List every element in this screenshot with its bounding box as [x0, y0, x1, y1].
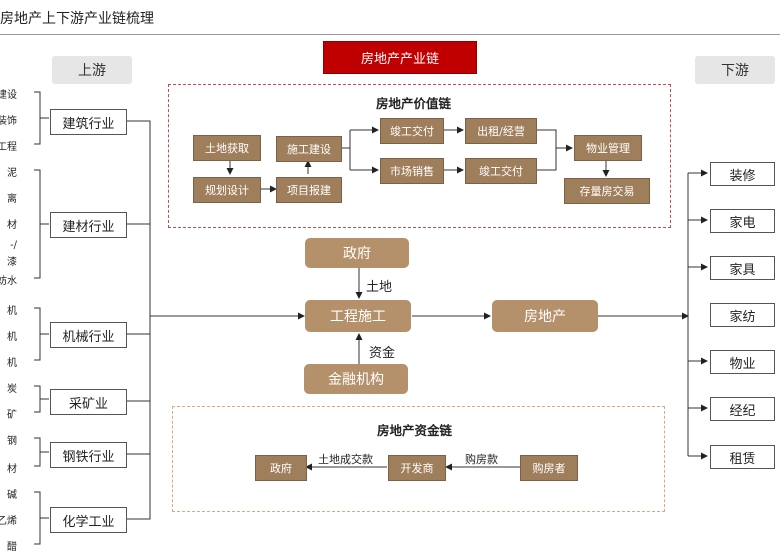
upstream-sub-item: 炭: [7, 384, 17, 395]
downstream-item: 经纪: [710, 397, 775, 421]
upstream-sub-item: 建设: [0, 90, 17, 101]
node-existing-housing-trade: 存量房交易: [564, 178, 650, 204]
land-label: 土地: [366, 276, 393, 295]
value-chain-title: 房地产价值链: [376, 96, 452, 111]
upstream-sub-item: 材: [7, 220, 17, 231]
node-real-estate: 房地产: [492, 300, 598, 332]
node-construction: 施工建设: [276, 136, 342, 162]
upstream-sub-item: 碱: [7, 490, 17, 501]
industry-steel: 钢铁行业: [50, 442, 127, 468]
downstream-item: 租赁: [710, 445, 775, 469]
upstream-sub-item: 矿: [7, 410, 17, 421]
node-rent-operate: 出租/经营: [465, 118, 537, 144]
fund-node-developer: 开发商: [388, 455, 446, 481]
industry-machinery: 机械行业: [50, 322, 127, 348]
industry-chain-banner: 房地产产业链: [323, 41, 477, 74]
node-market-sales: 市场销售: [380, 158, 444, 184]
upstream-sub-item: 机: [7, 358, 17, 369]
node-planning-design: 规划设计: [193, 177, 261, 203]
purchase-payment-label: 购房款: [465, 453, 498, 466]
downstream-item: 家纺: [710, 303, 775, 327]
node-government: 政府: [305, 238, 409, 268]
upstream-sub-item: 钢: [7, 436, 17, 447]
industry-mining: 采矿业: [50, 389, 127, 415]
fund-node-government: 政府: [255, 455, 307, 481]
upstream-sub-item: 装饰: [0, 116, 17, 127]
upstream-sub-item: 机: [7, 332, 17, 343]
downstream-item: 家具: [710, 256, 775, 280]
capital-label: 资金: [369, 342, 396, 361]
upstream-sub-item: 泥: [7, 168, 17, 179]
industry-construction: 建筑行业: [50, 109, 127, 135]
upstream-sub-item: 离: [7, 194, 17, 205]
node-project-approval: 项目报建: [276, 177, 342, 203]
downstream-header: 下游: [695, 56, 775, 84]
fund-chain-panel: [172, 406, 665, 512]
upstream-header: 上游: [52, 56, 132, 84]
land-fee-label: 土地成交款: [318, 453, 373, 466]
node-land-acquisition: 土地获取: [193, 135, 261, 161]
page-title: 房地产上下游产业链梳理: [0, 11, 154, 27]
node-completion-delivery-2: 竣工交付: [465, 158, 537, 184]
value-chain-panel: [168, 84, 671, 228]
upstream-sub-item: 机: [7, 306, 17, 317]
downstream-item: 装修: [710, 162, 775, 186]
upstream-sub-item: 漆: [7, 257, 17, 268]
node-completion-delivery: 竣工交付: [380, 118, 444, 144]
industry-building-materials: 建材行业: [50, 212, 127, 238]
upstream-sub-item: 乙烯: [0, 516, 17, 527]
fund-chain-title: 房地产资金链: [377, 423, 453, 438]
upstream-sub-item: -/: [10, 240, 17, 251]
upstream-sub-item: 妨水: [0, 276, 17, 287]
downstream-item: 物业: [710, 350, 775, 374]
node-property-management: 物业管理: [574, 135, 642, 161]
industry-chemical: 化学工业: [50, 507, 127, 533]
upstream-sub-item: 醋: [7, 542, 17, 553]
downstream-item: 家电: [710, 209, 775, 233]
upstream-sub-item: 材: [7, 464, 17, 475]
title-divider: [0, 34, 780, 35]
node-engineering-construction: 工程施工: [305, 300, 411, 332]
upstream-sub-item: 工程: [0, 142, 17, 153]
fund-node-buyer: 购房者: [520, 455, 578, 481]
node-financial-institutions: 金融机构: [304, 364, 408, 394]
